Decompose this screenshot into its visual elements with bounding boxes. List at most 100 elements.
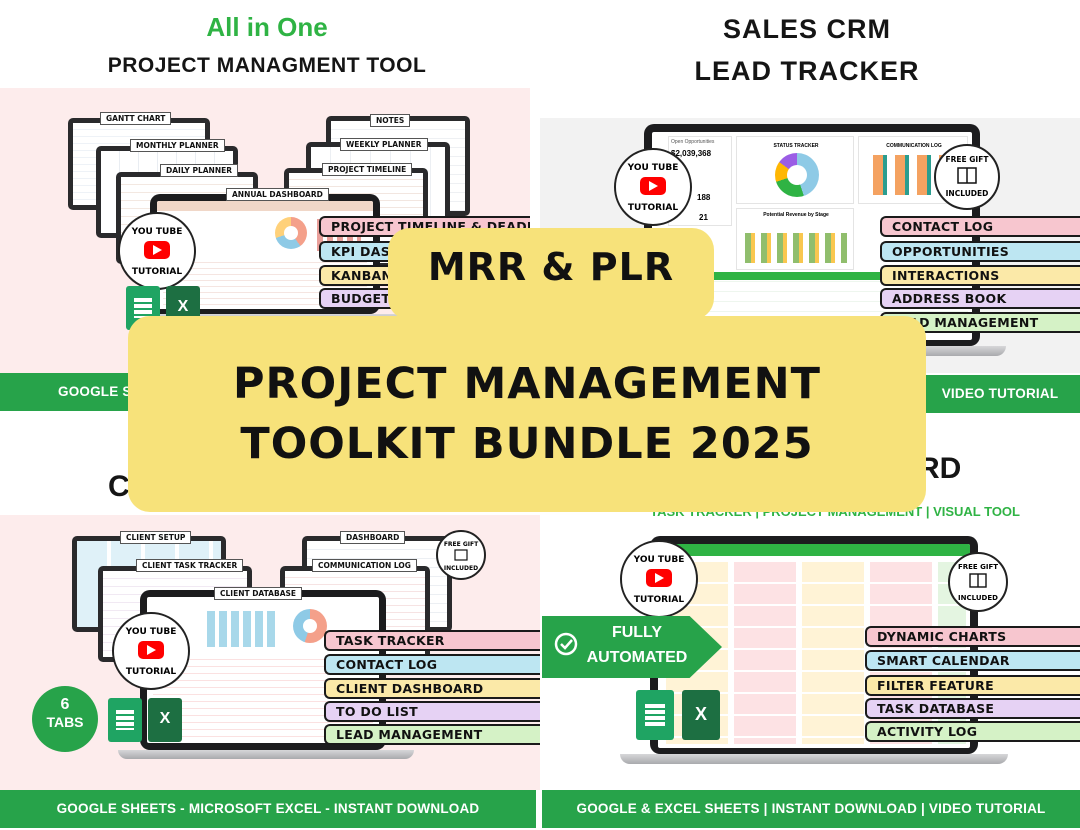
q4-gift-line1: FREE GIFT: [958, 563, 998, 571]
q3-tabs-number: 6: [60, 696, 70, 713]
q1-excel-letter: X: [177, 298, 189, 315]
q3-db-bars: [207, 611, 277, 647]
q4-google-sheets-icon: [636, 690, 674, 740]
q2-open-opps-label: Open Opportunities: [671, 139, 715, 145]
q1-label-monthly: MONTHLY PLANNER: [130, 139, 225, 152]
q2-feature-pill-4: LEAD MANAGEMENT: [880, 312, 1080, 333]
q2-gift-line1: FREE GIFT: [946, 155, 990, 164]
q2-free-gift-badge: FREE GIFT INCLUDED: [934, 144, 1000, 210]
q2-youtube-icon: YOU TUBE TUTORIAL: [627, 163, 679, 213]
q3-google-sheets-icon: [108, 698, 142, 742]
mrr-plr-tag: MRR & PLR: [388, 228, 714, 320]
q2-title-line2: LEAD TRACKER: [694, 56, 920, 86]
q2-gift-icon: FREE GIFT INCLUDED: [946, 155, 990, 198]
q2-footer-text: VIDEO TUTORIAL: [941, 386, 1059, 401]
q3-label-database: CLIENT DATABASE: [214, 587, 303, 600]
q3-youtube-badge: YOU TUBE TUTORIAL: [112, 612, 190, 690]
q3-excel-icon: X: [148, 698, 182, 742]
q2-widget-status: STATUS TRACKER: [736, 136, 854, 204]
q3-gift-line2: INCLUDED: [444, 565, 478, 572]
q2-youtube-badge: YOU TUBE TUTORIAL: [614, 148, 692, 226]
q1-title-line1: All in One: [206, 12, 328, 42]
q2-yt-line1: YOU TUBE: [627, 163, 679, 173]
q4-kanban-col-2: [734, 562, 796, 744]
q2-feature-pill-3: ADDRESS BOOK: [880, 288, 1080, 309]
q4-yt-line1: YOU TUBE: [633, 555, 685, 565]
q4-feature-pill-0: DYNAMIC CHARTS: [865, 626, 1080, 647]
q3-excel-letter: X: [159, 710, 171, 727]
q2-feature-pill-1: OPPORTUNITIES: [880, 241, 1080, 262]
q1-youtube-badge: YOU TUBE TUTORIAL: [118, 212, 196, 290]
q1-footer-text: GOOGLE S: [58, 384, 132, 399]
q3-feature-pill-3: TO DO LIST: [324, 701, 540, 722]
q4-kanban-col-3: [802, 562, 864, 744]
q2-commlog-title: COMMUNICATION LOG: [886, 143, 942, 149]
q1-yt-line2: TUTORIAL: [132, 267, 182, 277]
q3-feature-pill-0: TASK TRACKER: [324, 630, 540, 651]
q4-youtube-badge: YOU TUBE TUTORIAL: [620, 540, 698, 618]
q3-footer: GOOGLE SHEETS - MICROSOFT EXCEL - INSTAN…: [0, 790, 536, 828]
q3-footer-text: GOOGLE SHEETS - MICROSOFT EXCEL - INSTAN…: [56, 801, 480, 816]
q1-footer: GOOGLE S: [0, 373, 150, 411]
q3-tabs-word: TABS: [46, 714, 84, 730]
q4-title-partial: RD: [918, 452, 962, 485]
q2-feature-pill-2: INTERACTIONS: [880, 265, 1080, 286]
q2-status-title: STATUS TRACKER: [773, 143, 819, 149]
q4-feature-pill-3: TASK DATABASE: [865, 698, 1080, 719]
q2-yt-line2: TUTORIAL: [628, 203, 678, 213]
q1-title-line2: PROJECT MANAGMENT TOOL: [107, 54, 427, 77]
q2-gift-line2: INCLUDED: [946, 189, 989, 198]
q4-excel-icon: X: [682, 690, 720, 740]
q3-title-partial: C: [108, 470, 130, 503]
q1-dash-donut-hole: [284, 226, 298, 240]
q4-automation-gear-icon: [554, 632, 578, 656]
q3-tabs-badge: 6 TABS: [32, 686, 98, 752]
q2-revenue-title: Potential Revenue by Stage: [763, 212, 829, 218]
q4-feature-pill-4: ACTIVITY LOG: [865, 721, 1080, 742]
q3-label-tasktracker: CLIENT TASK TRACKER: [136, 559, 244, 572]
q4-gift-line2: INCLUDED: [958, 594, 998, 602]
main-title-line1: PROJECT MANAGEMENT: [233, 359, 821, 409]
q4-fully-automated-badge: FULLY AUTOMATED: [542, 616, 722, 678]
q2-amount: $2,039,368: [671, 149, 712, 158]
q3-free-gift-badge: FREE GIFT INCLUDED: [436, 530, 486, 580]
q3-label-dashboard: DASHBOARD: [340, 531, 406, 544]
q3-gift-icon: FREE GIFT INCLUDED: [444, 541, 479, 572]
q4-free-gift-badge: FREE GIFT INCLUDED: [948, 552, 1008, 612]
q2-title-line1: SALES CRM: [722, 14, 891, 44]
q4-footer-text: GOOGLE & EXCEL SHEETS | INSTANT DOWNLOAD…: [576, 801, 1046, 816]
q2-widget-revenue: Potential Revenue by Stage: [736, 208, 854, 270]
q1-label-daily: DAILY PLANNER: [160, 164, 239, 177]
q4-automated-line1: FULLY: [611, 624, 663, 641]
q4-yt-line2: TUTORIAL: [634, 595, 684, 605]
q4-kanban-header: [658, 544, 970, 556]
q4-footer: GOOGLE & EXCEL SHEETS | INSTANT DOWNLOAD…: [542, 790, 1080, 828]
q4-youtube-icon: YOU TUBE TUTORIAL: [633, 555, 685, 605]
q1-label-timeline: PROJECT TIMELINE: [322, 163, 413, 176]
q3-main-laptop-base: [118, 750, 414, 759]
q1-label-gantt: GANTT CHART: [100, 112, 172, 125]
q4-feature-pill-2: FILTER FEATURE: [865, 675, 1080, 696]
q3-feature-pill-4: LEAD MANAGEMENT: [324, 724, 540, 745]
main-title-banner: PROJECT MANAGEMENT TOOLKIT BUNDLE 2025: [128, 316, 926, 512]
q3-yt-line1: YOU TUBE: [125, 627, 177, 637]
q4-automated-line2: AUTOMATED: [586, 649, 688, 666]
q3-youtube-icon: YOU TUBE TUTORIAL: [125, 627, 177, 677]
q1-dash-header: [157, 201, 373, 211]
q3-label-commlog: COMMUNICATION LOG: [312, 559, 417, 572]
q1-label-annual: ANNUAL DASHBOARD: [226, 188, 329, 201]
q3-feature-pill-1: CONTACT LOG: [324, 654, 540, 675]
q4-feature-pill-1: SMART CALENDAR: [865, 650, 1080, 671]
main-title-line2: TOOLKIT BUNDLE 2025: [240, 419, 814, 469]
q1-youtube-icon: YOU TUBE TUTORIAL: [131, 227, 183, 277]
mrr-plr-text: MRR & PLR: [427, 245, 675, 289]
q2-footer: VIDEO TUTORIAL: [920, 375, 1080, 413]
q4-gift-icon: FREE GIFT INCLUDED: [958, 563, 998, 602]
q1-yt-line1: YOU TUBE: [131, 227, 183, 237]
q3-yt-line2: TUTORIAL: [126, 667, 176, 677]
q1-label-weekly: WEEKLY PLANNER: [340, 138, 428, 151]
q2-feature-pill-0: CONTACT LOG: [880, 216, 1080, 237]
q3-feature-pill-2: CLIENT DASHBOARD: [324, 678, 540, 699]
q1-label-notes: NOTES: [370, 114, 411, 127]
q4-excel-letter: X: [694, 704, 707, 724]
